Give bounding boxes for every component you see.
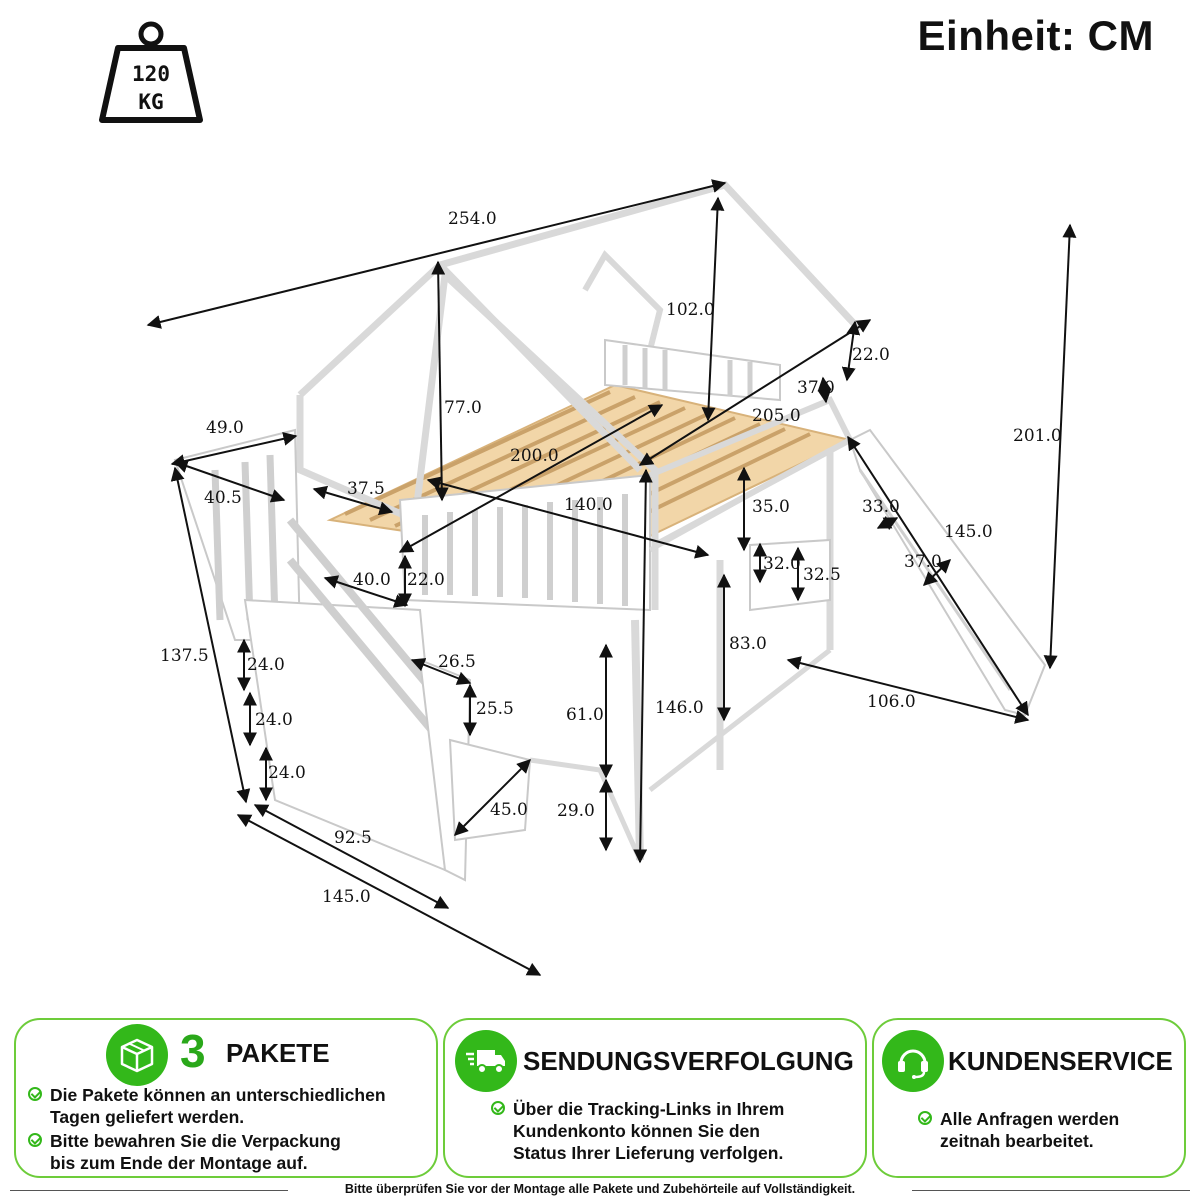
check-icon xyxy=(918,1111,932,1125)
dim-entry-width: 37.5 xyxy=(347,479,385,499)
dim-slide-length: 145.0 xyxy=(944,522,993,542)
unit-label: Einheit: CM xyxy=(917,12,1154,59)
check-icon xyxy=(28,1133,42,1147)
dim-stair-height: 137.5 xyxy=(160,646,209,666)
dim-step-height-top: 25.5 xyxy=(476,699,514,719)
dim-frame-height: 146.0 xyxy=(655,698,704,718)
dim-stair-width: 49.0 xyxy=(206,418,244,438)
dim-stair-depth: 40.5 xyxy=(204,488,242,508)
dim-step-3: 24.0 xyxy=(268,763,306,783)
dim-step-2: 24.0 xyxy=(255,710,293,730)
dim-upper-leg: 83.0 xyxy=(729,634,767,654)
dim-rail-height-side: 35.0 xyxy=(752,497,790,517)
dim-total-depth: 145.0 xyxy=(322,887,371,907)
packages-card: 3 PAKETE Die Pakete können an unterschie… xyxy=(14,1018,438,1178)
packages-title: PAKETE xyxy=(226,1038,330,1068)
dim-drawer-height: 29.0 xyxy=(557,801,595,821)
tracking-card: SENDUNGSVERFOLGUNG Über die Tracking-Lin… xyxy=(443,1018,867,1178)
packages-bullet-2: Bitte bewahren Sie die Verpackung bis zu… xyxy=(28,1130,341,1174)
dim-house-height: 77.0 xyxy=(444,398,482,418)
dim-stair-length: 92.5 xyxy=(334,828,372,848)
weight-icon xyxy=(99,21,203,123)
service-card: KUNDENSERVICE Alle Anfragen werden zeitn… xyxy=(872,1018,1186,1178)
packages-bullet-1: Die Pakete können an unterschiedlichen T… xyxy=(28,1084,386,1128)
dim-total-length: 254.0 xyxy=(448,209,497,229)
dim-mattress-width: 140.0 xyxy=(564,495,613,515)
weight-value: 120 xyxy=(132,62,170,86)
footer-rule-left xyxy=(10,1190,288,1191)
dim-step-depth: 26.5 xyxy=(438,652,476,672)
dim-side-panel-height: 32.0 xyxy=(763,554,801,574)
dim-slide-width: 33.0 xyxy=(862,497,900,517)
dim-rail-gap: 37.0 xyxy=(797,378,835,398)
dimension-arrows xyxy=(146,179,1077,976)
truck-icon-circle xyxy=(455,1030,517,1092)
check-icon xyxy=(491,1101,505,1115)
dim-roof-height: 102.0 xyxy=(666,300,715,320)
service-bullet-1: Alle Anfragen werden zeitnah bearbeitet. xyxy=(918,1108,1119,1152)
truck-icon xyxy=(466,1050,505,1074)
dim-drawer-width: 45.0 xyxy=(490,800,528,820)
dim-rail-height-front: 22.0 xyxy=(407,570,445,590)
dim-inner-length: 205.0 xyxy=(752,406,801,426)
footer-note: Bitte überprüfen Sie vor der Montage all… xyxy=(344,1182,856,1196)
bed-diagram xyxy=(146,179,1077,976)
dim-bed-width: 106.0 xyxy=(867,692,916,712)
dim-side-panel-depth: 32.5 xyxy=(803,565,841,585)
tracking-bullet-1: Über die Tracking-Links in Ihrem Kundenk… xyxy=(491,1098,784,1164)
box-icon xyxy=(120,1038,154,1073)
headset-icon xyxy=(898,1049,928,1079)
dim-step-1: 24.0 xyxy=(247,655,285,675)
service-title: KUNDENSERVICE xyxy=(948,1046,1173,1076)
footer-rule-right xyxy=(912,1190,1190,1191)
dim-mattress-length: 200.0 xyxy=(510,446,559,466)
package-count: 3 xyxy=(180,1025,206,1077)
dim-slide-inner: 37.0 xyxy=(904,552,942,572)
dim-rail-height-back: 22.0 xyxy=(852,345,890,365)
weight-unit: KG xyxy=(138,90,164,114)
dim-under-bed-height: 61.0 xyxy=(566,705,604,725)
dim-entry-gap: 40.0 xyxy=(353,570,391,590)
dim-total-height: 201.0 xyxy=(1013,426,1062,446)
box-icon-circle xyxy=(106,1024,168,1086)
headset-icon-circle xyxy=(882,1030,944,1092)
tracking-title: SENDUNGSVERFOLGUNG xyxy=(523,1046,854,1076)
check-icon xyxy=(28,1087,42,1101)
